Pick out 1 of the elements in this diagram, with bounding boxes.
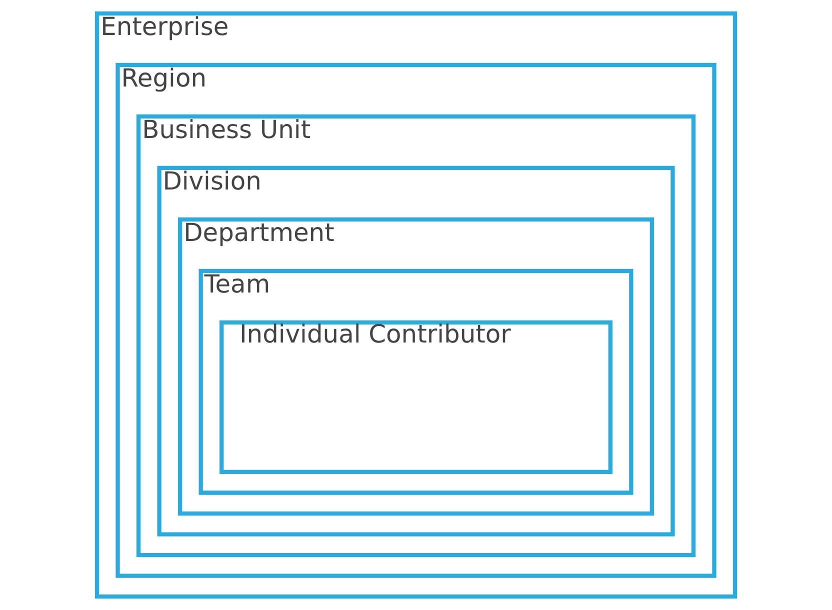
node-box: Individual Contributor (220, 320, 612, 474)
